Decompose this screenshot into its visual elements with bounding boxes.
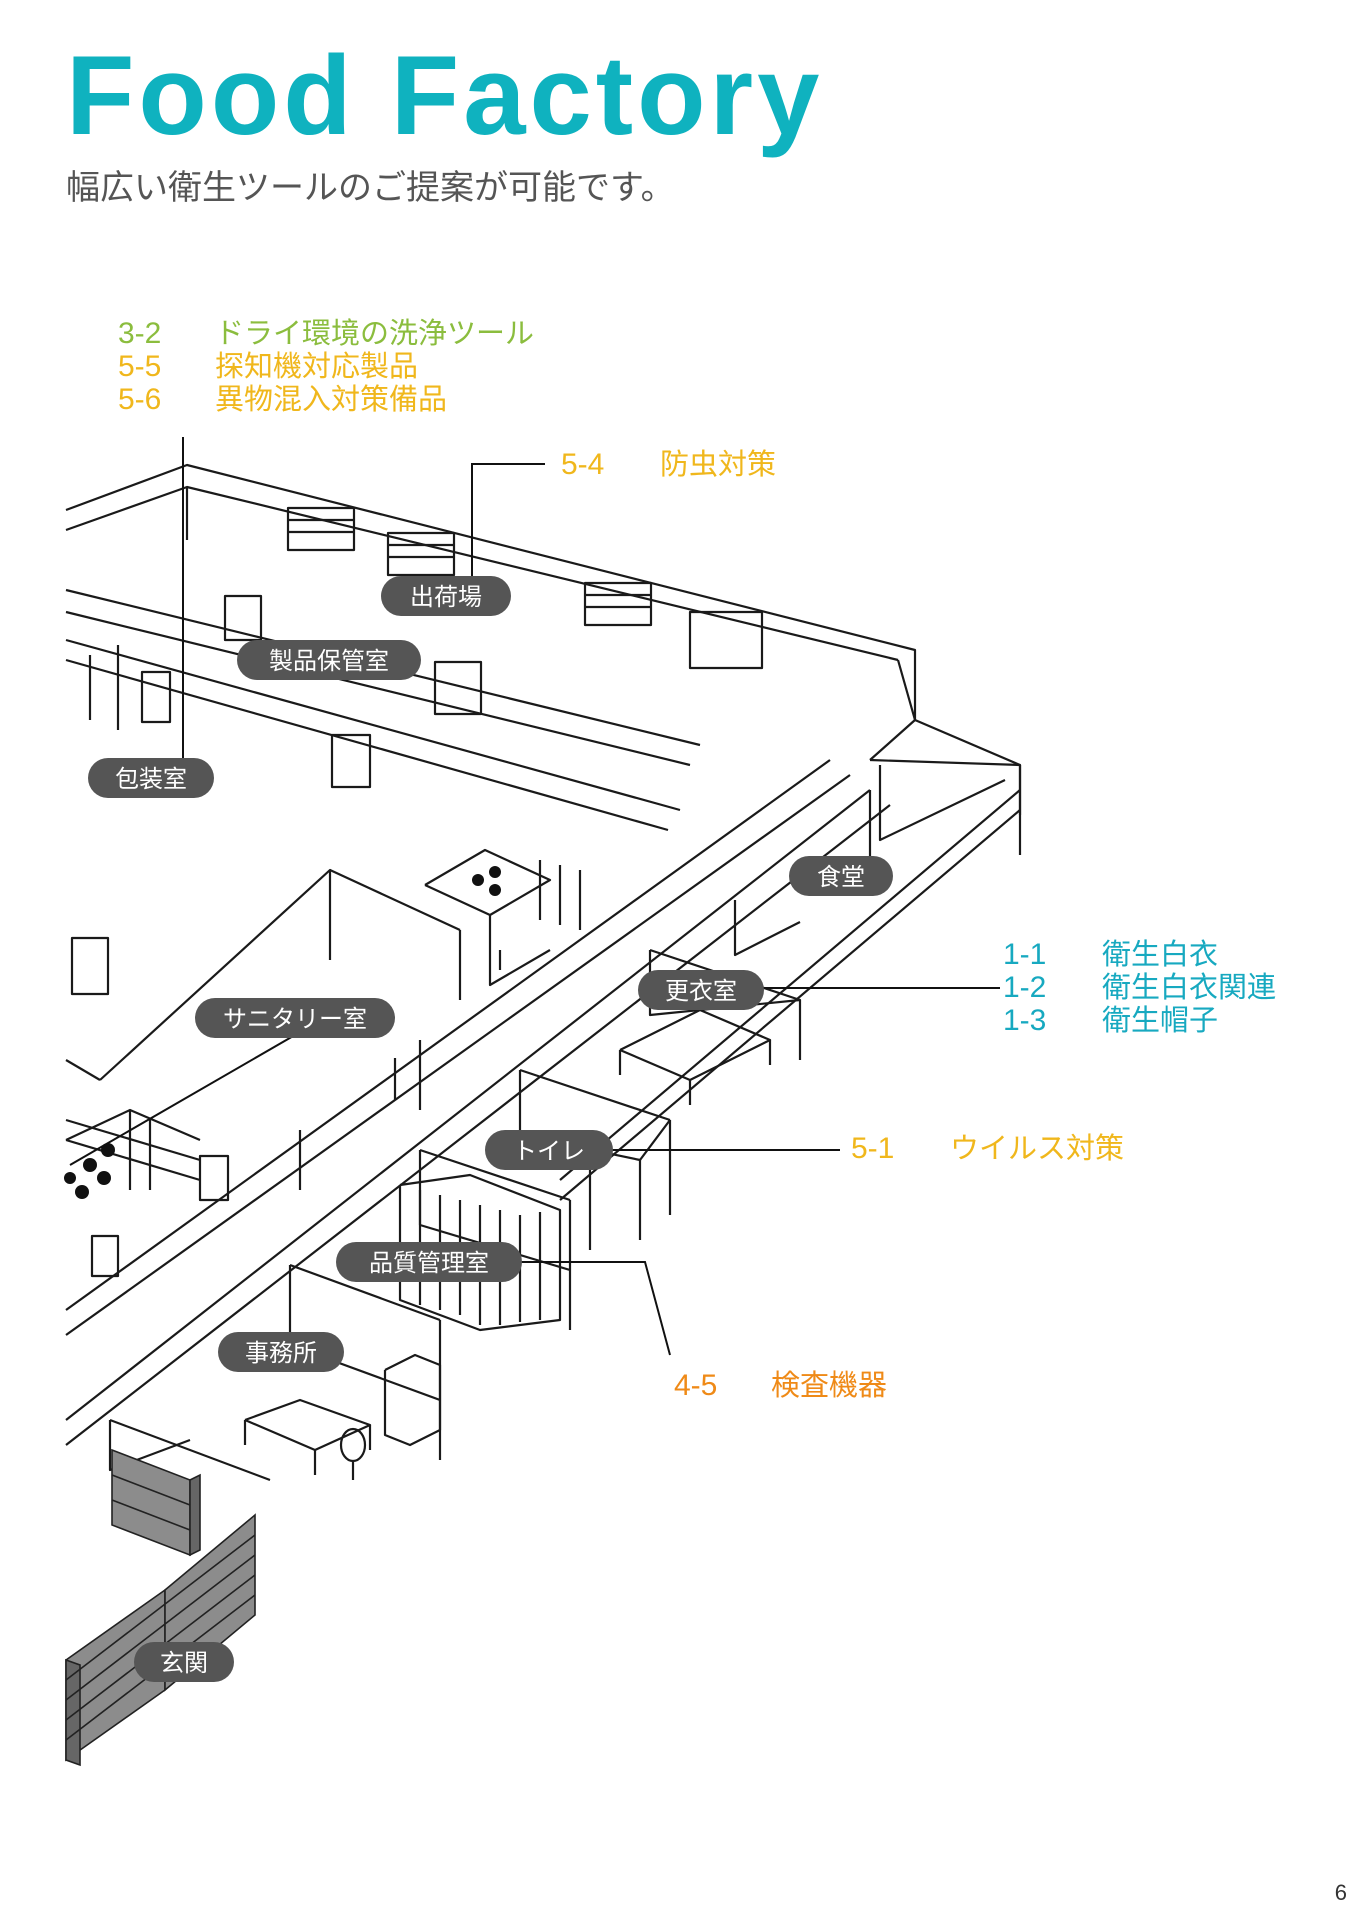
sink-dots <box>64 866 501 1199</box>
svg-text:更衣室: 更衣室 <box>665 977 737 1005</box>
svg-text:サニタリー室: サニタリー室 <box>223 1005 367 1033</box>
callout-changing-room: 1-1 衛生白衣 1-2 衛生白衣関連 1-3 衛生帽子 <box>1003 937 1276 1037</box>
room-label-entrance: 玄関 <box>134 1642 234 1682</box>
callout-text: 探知機対応製品 <box>215 349 418 383</box>
callout-code: 4-5 <box>674 1369 717 1402</box>
room-label-office: 事務所 <box>218 1332 344 1372</box>
room-label-changing-room: 更衣室 <box>638 970 764 1010</box>
entrance-shelves <box>65 1448 256 1767</box>
callout-code: 5-1 <box>851 1132 894 1165</box>
callout-toilet: 5-1 ウイルス対策 <box>851 1131 1124 1165</box>
page-number: 6 <box>1334 1880 1347 1905</box>
callout-packing: 3-2 ドライ環境の洗浄ツール 5-5 探知機対応製品 5-6 異物混入対策備品 <box>118 316 534 416</box>
callout-text: 衛生白衣関連 <box>1102 970 1276 1004</box>
svg-text:製品保管室: 製品保管室 <box>269 647 389 675</box>
callout-text: 検査機器 <box>771 1368 887 1402</box>
svg-text:事務所: 事務所 <box>245 1339 317 1367</box>
room-label-cafeteria: 食堂 <box>789 856 893 896</box>
callout-code: 1-2 <box>1003 971 1046 1004</box>
room-label-sanitary-room: サニタリー室 <box>195 998 395 1038</box>
room-label-toilet: トイレ <box>485 1130 613 1170</box>
callout-qc-room: 4-5 検査機器 <box>674 1368 887 1402</box>
room-label-packing: 包装室 <box>88 758 214 798</box>
callout-code: 1-3 <box>1003 1004 1046 1037</box>
page-title: Food Factory <box>66 33 824 158</box>
leader-lines <box>69 437 1000 1356</box>
svg-text:トイレ: トイレ <box>513 1137 585 1165</box>
callout-shipping: 5-4 防虫対策 <box>561 447 776 481</box>
callout-text: 衛生帽子 <box>1102 1003 1218 1037</box>
callout-code: 5-4 <box>561 448 604 481</box>
callout-text: ウイルス対策 <box>950 1131 1124 1165</box>
callout-text: 衛生白衣 <box>1102 937 1218 971</box>
building-illustration <box>65 463 1022 1482</box>
room-label-product-storage: 製品保管室 <box>237 640 421 680</box>
svg-text:品質管理室: 品質管理室 <box>369 1249 489 1277</box>
callout-code: 5-6 <box>118 383 161 416</box>
room-label-qc-room: 品質管理室 <box>336 1242 522 1282</box>
callout-code: 1-1 <box>1003 938 1046 971</box>
callout-text: 防虫対策 <box>660 447 776 481</box>
svg-text:食堂: 食堂 <box>817 863 865 891</box>
svg-text:玄関: 玄関 <box>160 1649 208 1677</box>
page-subtitle: 幅広い衛生ツールのご提案が可能です。 <box>66 168 675 208</box>
callout-code: 3-2 <box>118 317 161 350</box>
svg-text:包装室: 包装室 <box>115 765 187 793</box>
callout-text: ドライ環境の洗浄ツール <box>215 316 534 350</box>
callout-code: 5-5 <box>118 350 161 383</box>
room-label-shipping: 出荷場 <box>381 576 511 616</box>
svg-text:出荷場: 出荷場 <box>410 583 482 611</box>
callout-text: 異物混入対策備品 <box>215 382 447 416</box>
